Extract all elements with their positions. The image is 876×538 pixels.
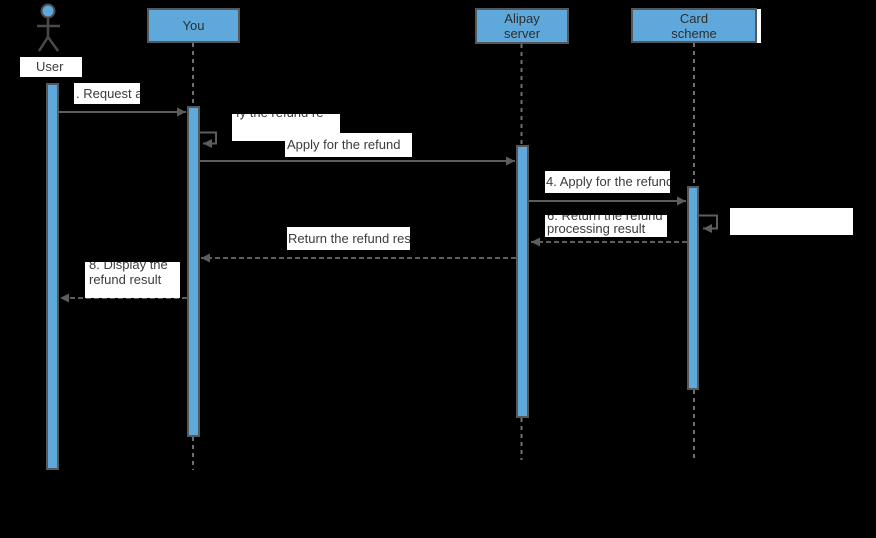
user-activation-bar bbox=[46, 83, 59, 470]
participant-alipay-text-line1: Alipay bbox=[504, 11, 540, 26]
participant-card-box: Card scheme bbox=[631, 8, 757, 43]
message-1-label: . Request a bbox=[74, 83, 140, 104]
alipay-activation-bar bbox=[516, 145, 529, 418]
message-4-text: 4. Apply for the refund bbox=[546, 174, 670, 189]
participant-alipay-box: Alipay server bbox=[475, 8, 569, 44]
message-8-text-line2: refund result bbox=[89, 272, 162, 287]
participant-card-text-line1: Card bbox=[679, 10, 709, 26]
user-actor-icon bbox=[37, 3, 60, 52]
message-5-self-arrow bbox=[699, 214, 718, 233]
message-3-label: Apply for the refund bbox=[285, 133, 412, 157]
message-2-self-arrow bbox=[200, 131, 217, 148]
message-2-text: fy the refund re bbox=[236, 114, 323, 120]
participant-card-text-line2: scheme bbox=[671, 25, 717, 41]
message-5-label bbox=[730, 208, 853, 235]
participant-user-text: User bbox=[36, 59, 64, 74]
message-6-label: 6. Return the refund processing result bbox=[545, 215, 667, 237]
message-4-label: 4. Apply for the refund bbox=[545, 171, 670, 193]
message-3-text: Apply for the refund bbox=[287, 137, 401, 152]
message-8-text: 8. Display the refund result bbox=[89, 262, 168, 287]
message-8-text-line1: 8. Display the bbox=[89, 262, 168, 272]
message-1-text: . Request a bbox=[76, 86, 140, 101]
actor-leg-left bbox=[37, 36, 50, 52]
message-6-text-line2: processing result bbox=[547, 221, 646, 236]
you-activation-bar bbox=[187, 106, 200, 437]
participant-you-box: You bbox=[147, 8, 240, 43]
message-6-text-line1: 6. Return the refund bbox=[547, 215, 663, 223]
participant-user-label: User bbox=[20, 57, 82, 77]
participant-alipay-text-line2: server bbox=[503, 26, 541, 41]
actor-leg-right bbox=[46, 36, 60, 52]
message-7-text: Return the refund resul bbox=[288, 231, 410, 246]
white-sliver bbox=[757, 9, 761, 43]
actor-head bbox=[40, 3, 56, 19]
participant-you-text: You bbox=[182, 18, 205, 33]
message-7-label: Return the refund resul bbox=[287, 227, 410, 250]
message-6-text: 6. Return the refund processing result bbox=[547, 215, 663, 235]
card-activation-bar bbox=[687, 186, 699, 390]
message-8-label: 8. Display the refund result bbox=[85, 262, 180, 298]
